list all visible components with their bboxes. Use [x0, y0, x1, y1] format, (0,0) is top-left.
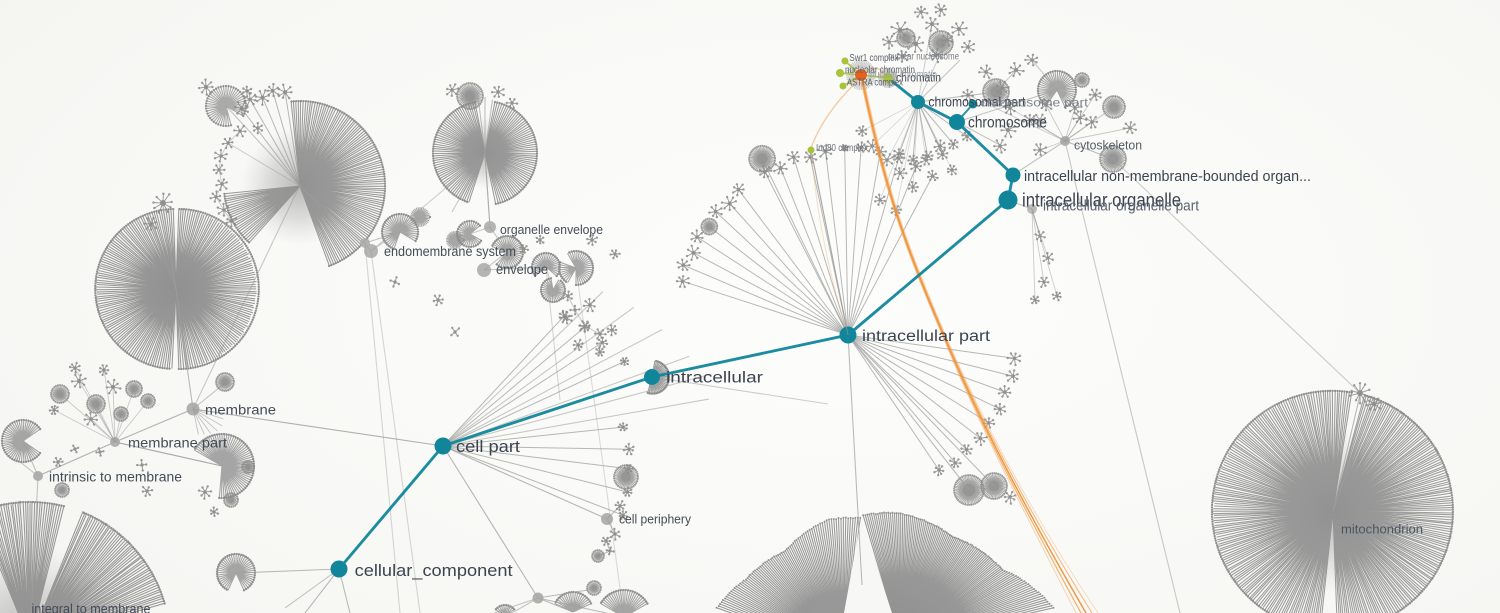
svg-text:Swr1 complex: Swr1 complex: [850, 53, 899, 64]
svg-text:nucleolar chromatin: nucleolar chromatin: [845, 65, 915, 76]
svg-text:nuclear nucleosome: nuclear nucleosome: [888, 51, 959, 63]
svg-text:ASTRA complex: ASTRA complex: [847, 78, 903, 89]
svg-text:intracellular non-membrane-bou: intracellular non-membrane-bounded organ…: [1024, 168, 1311, 185]
svg-text:membrane: membrane: [205, 402, 276, 418]
svg-text:membrane part: membrane part: [128, 436, 227, 451]
svg-text:intrinsic to membrane: intrinsic to membrane: [49, 470, 182, 485]
svg-text:chromosome part: chromosome part: [980, 96, 1089, 110]
svg-text:intracellular: intracellular: [666, 370, 763, 387]
svg-text:organelle envelope: organelle envelope: [500, 222, 603, 237]
svg-text:intracellular organelle: intracellular organelle: [1022, 191, 1181, 212]
svg-text:mitochondrion: mitochondrion: [1341, 523, 1423, 537]
svg-text:cytoskeleton: cytoskeleton: [1074, 139, 1142, 153]
svg-text:envelope: envelope: [496, 262, 548, 277]
svg-text:intracellular organelle part: intracellular organelle part: [1043, 199, 1199, 215]
svg-text:cellular_component: cellular_component: [355, 562, 513, 580]
svg-text:Ino80 complex: Ino80 complex: [816, 143, 868, 154]
svg-text:integral to membrane: integral to membrane: [32, 602, 151, 613]
svg-text:chromosome: chromosome: [968, 115, 1047, 132]
svg-text:nuclear chromatin: nuclear chromatin: [870, 70, 937, 81]
svg-text:intracellular part: intracellular part: [862, 328, 991, 345]
svg-text:cell periphery: cell periphery: [619, 513, 692, 527]
svg-text:chromosomal part: chromosomal part: [928, 94, 1025, 110]
svg-text:endomembrane system: endomembrane system: [384, 244, 516, 259]
svg-text:cell part: cell part: [456, 438, 520, 456]
svg-text:chromatin: chromatin: [896, 71, 941, 85]
